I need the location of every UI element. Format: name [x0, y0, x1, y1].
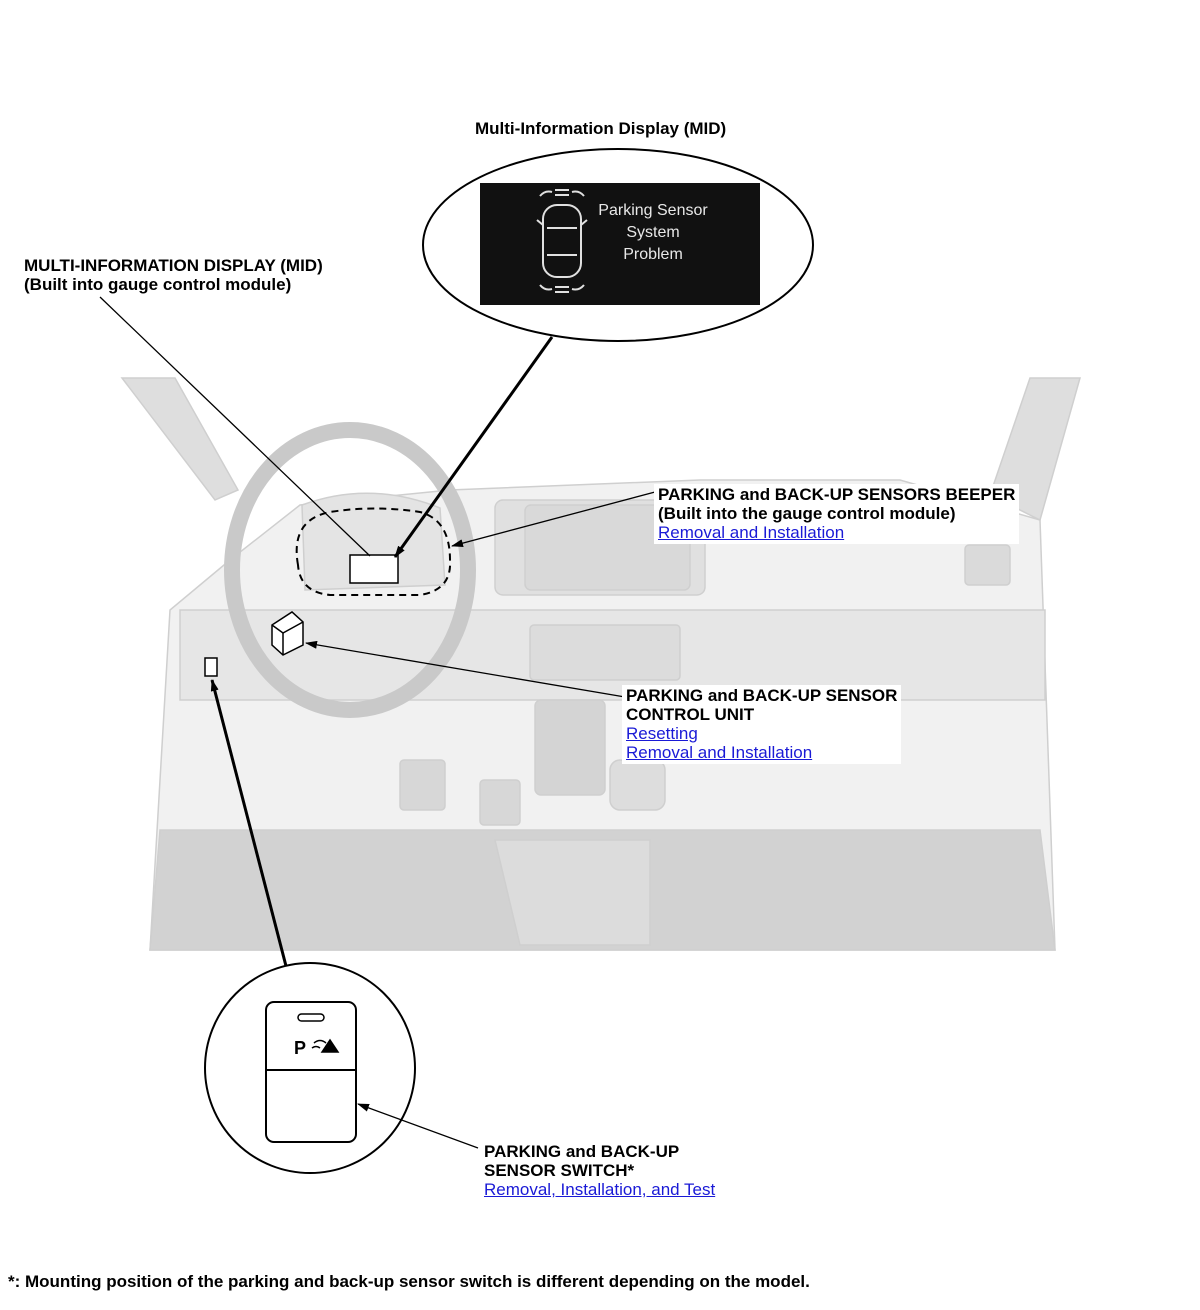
- mid-screen-line: Problem: [623, 246, 683, 263]
- switch-indicator-icon: [297, 1013, 325, 1022]
- control-unit-resetting-link[interactable]: Resetting: [626, 724, 698, 743]
- mid-screen: [480, 183, 760, 305]
- switch-symbol: P: [294, 1038, 306, 1058]
- mid-label-line: (Built into gauge control module): [24, 275, 292, 294]
- beeper-removal-installation-link[interactable]: Removal and Installation: [658, 523, 845, 542]
- switch-label-line: PARKING and BACK-UP: [484, 1142, 680, 1161]
- mid-label-line: MULTI-INFORMATION DISPLAY (MID): [24, 256, 323, 275]
- beeper-label-line: (Built into the gauge control module): [658, 504, 956, 523]
- leader-mid-callout: [393, 336, 554, 558]
- switch-label: PARKING and BACK-UP SENSOR SWITCH* Remov…: [484, 1142, 715, 1199]
- switch-body: [265, 1001, 357, 1143]
- leader-beeper: [451, 491, 656, 548]
- control-unit-removal-installation-link[interactable]: Removal and Installation: [626, 743, 813, 762]
- gauge-cluster-outline: [295, 507, 452, 596]
- leader-mid: [99, 296, 371, 557]
- beeper-label: PARKING and BACK-UP SENSORS BEEPER (Buil…: [654, 484, 1020, 544]
- leader-switch: [210, 679, 288, 967]
- mid-screen-line: Parking Sensor: [598, 202, 708, 219]
- switch-label-line: SENSOR SWITCH*: [484, 1161, 635, 1180]
- mid-screen-line: System: [626, 224, 680, 241]
- mid-screen-message: Parking Sensor System Problem: [588, 200, 718, 266]
- beeper-label-line: PARKING and BACK-UP SENSORS BEEPER: [658, 485, 1016, 504]
- vehicle-interior-illustration: [120, 377, 1081, 951]
- leader-switch-label: [357, 1103, 479, 1149]
- mid-callout-title: Multi-Information Display (MID): [475, 119, 727, 138]
- car-top-view-icon: [536, 189, 588, 293]
- control-unit-label-line: PARKING and BACK-UP SENSOR: [626, 686, 898, 705]
- sensor-wave-icon: [311, 1038, 340, 1053]
- mid-location-marker: [349, 554, 399, 584]
- leader-control-unit: [305, 640, 626, 698]
- footnote: *: Mounting position of the parking and …: [8, 1272, 810, 1291]
- switch-location-marker: [204, 657, 218, 677]
- switch-removal-installation-test-link[interactable]: Removal, Installation, and Test: [484, 1180, 716, 1199]
- control-unit-label-line: CONTROL UNIT: [626, 705, 755, 724]
- control-unit-label: PARKING and BACK-UP SENSOR CONTROL UNIT …: [622, 685, 902, 764]
- control-unit-marker: [271, 611, 304, 656]
- mid-label: MULTI-INFORMATION DISPLAY (MID) (Built i…: [24, 256, 323, 294]
